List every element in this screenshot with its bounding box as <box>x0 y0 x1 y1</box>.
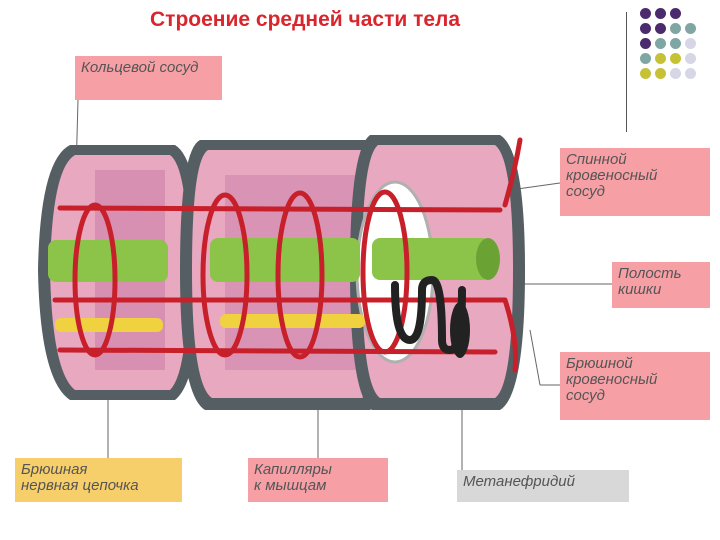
decor-dot <box>640 38 651 49</box>
decor-dot <box>655 23 666 34</box>
label-nerve-cord: Брюшная нервная цепочка <box>15 458 182 502</box>
label-ring-vessel: Кольцевой сосуд <box>75 56 222 100</box>
label-nerve-cord-line2: нервная цепочка <box>21 477 139 494</box>
label-capillaries: Капилляры к мышцам <box>248 458 388 502</box>
decor-dot <box>640 53 651 64</box>
metanephridium <box>391 275 470 358</box>
label-dorsal-vessel-line3: сосуд <box>566 183 605 200</box>
decor-dot <box>670 53 681 64</box>
label-metanephridium: Метанефридий <box>457 470 629 502</box>
blood-vessels <box>52 137 523 373</box>
label-gut-cavity-line1: Полость <box>618 265 682 282</box>
decor-dot <box>685 23 696 34</box>
decor-dot <box>655 8 666 19</box>
label-ventral-vessel: Брюшной кровеносный сосуд <box>560 352 710 420</box>
decor-dot <box>640 68 651 79</box>
label-ventral-vessel-line1: Брюшной <box>566 355 633 372</box>
label-metanephridium-text: Метанефридий <box>463 473 575 490</box>
label-nerve-cord-line1: Брюшная <box>21 461 88 478</box>
label-dorsal-vessel: Спинной кровеносный сосуд <box>560 148 710 216</box>
decor-dot <box>640 8 651 19</box>
decor-dot <box>685 68 696 79</box>
label-ring-vessel-text: Кольцевой сосуд <box>81 59 199 76</box>
decor-dot <box>670 23 681 34</box>
label-gut-cavity-line2: кишки <box>618 281 662 298</box>
decor-dot <box>685 38 696 49</box>
divider-line <box>626 12 627 132</box>
decor-dot <box>655 53 666 64</box>
decor-dot <box>670 38 681 49</box>
decor-dot <box>655 38 666 49</box>
decor-dot <box>640 23 651 34</box>
decor-dot <box>670 68 681 79</box>
label-dorsal-vessel-line1: Спинной <box>566 151 627 168</box>
label-capillaries-line2: к мышцам <box>254 477 327 494</box>
label-ventral-vessel-line2: кровеносный <box>566 371 658 388</box>
decor-dot <box>685 53 696 64</box>
label-ventral-vessel-line3: сосуд <box>566 387 605 404</box>
label-dorsal-vessel-line2: кровеносный <box>566 167 658 184</box>
label-capillaries-line1: Капилляры <box>254 461 332 478</box>
decor-dot <box>670 8 681 19</box>
page-title: Строение средней части тела <box>150 8 461 31</box>
label-gut-cavity: Полость кишки <box>612 262 710 308</box>
decor-dot <box>655 68 666 79</box>
